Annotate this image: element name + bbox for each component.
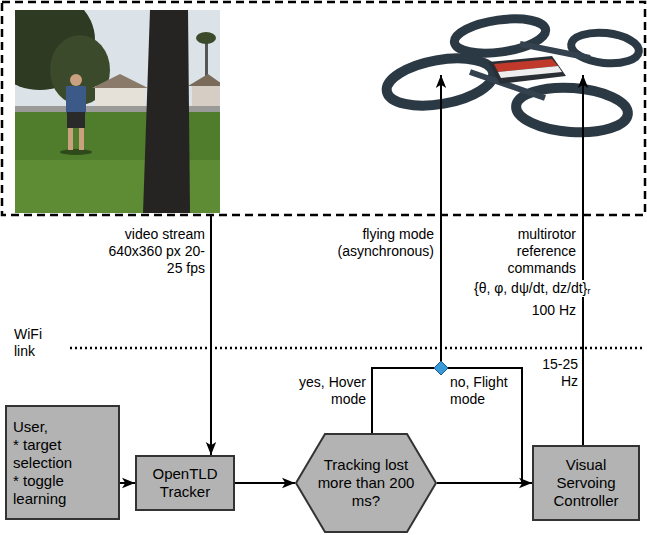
annotation-label: {θ, φ, dψ/dt, dz/dt}ᵣ xyxy=(474,280,591,297)
photo-person xyxy=(66,86,86,113)
node-text: * toggle learning xyxy=(13,472,112,508)
junction-diamond xyxy=(434,361,448,375)
video-arrow xyxy=(210,215,212,455)
user-input-box: User,* target selection* toggle learning xyxy=(5,405,120,520)
photo-shadow xyxy=(60,149,92,155)
drone-body xyxy=(488,56,566,84)
photo-palm xyxy=(196,32,216,44)
photo-roof xyxy=(188,74,220,86)
annotation-label: flying mode (asynchronous) xyxy=(318,226,434,260)
flying-mode-arrow xyxy=(440,75,442,368)
annotation-label: WiFi link xyxy=(14,326,54,360)
rotor-hull xyxy=(570,30,641,67)
annotation-label: 15-25 Hz xyxy=(534,356,578,390)
drone-frame xyxy=(520,44,590,58)
drone-stripe xyxy=(498,66,562,78)
annotation-label: video stream 640x360 px 20-25 fps xyxy=(95,226,205,277)
flight-wire xyxy=(441,368,522,483)
flow-arrow xyxy=(437,482,532,484)
dashed-frame xyxy=(2,2,645,215)
command-arrow xyxy=(582,75,584,445)
node-content: Tracking lost more than 200 ms? xyxy=(295,433,437,533)
quadrotor-picture xyxy=(383,14,640,136)
node-text: Visual Servoing Controller xyxy=(539,456,633,510)
flow-arrow xyxy=(235,482,295,484)
photo-person xyxy=(79,128,84,150)
annotation-label: multirotor reference commands xyxy=(474,226,576,277)
rotor-hull xyxy=(452,14,548,58)
photo-person xyxy=(70,74,82,86)
node-text: * target selection xyxy=(13,436,112,472)
annotation-label: 100 Hz xyxy=(474,302,576,319)
photo-roof xyxy=(92,74,148,88)
photo-person xyxy=(67,112,85,128)
decision-hexagon: Tracking lost more than 200 ms? xyxy=(295,433,437,533)
annotation-label: yes, Hover mode xyxy=(288,374,366,408)
node-content: OpenTLD Tracker xyxy=(137,457,233,509)
node-content: User,* target selection* toggle learning xyxy=(7,407,118,518)
hexagon-shape xyxy=(296,434,436,532)
photo-person xyxy=(68,128,73,150)
wifi-boundary-line xyxy=(70,347,645,350)
node-text: Tracking lost more than 200 ms? xyxy=(317,456,415,510)
node-text: OpenTLD Tracker xyxy=(142,465,228,501)
node-text: User, xyxy=(13,418,112,436)
annotation-label: no, Flight mode xyxy=(450,374,518,408)
photo-tree-trunk xyxy=(143,10,190,213)
hover-wire xyxy=(372,368,441,434)
tracker-box: OpenTLD Tracker xyxy=(135,455,235,511)
controller-box: Visual Servoing Controller xyxy=(532,445,640,521)
flow-arrow xyxy=(120,482,135,484)
node-content: Visual Servoing Controller xyxy=(534,447,638,519)
camera-photo xyxy=(15,10,220,213)
